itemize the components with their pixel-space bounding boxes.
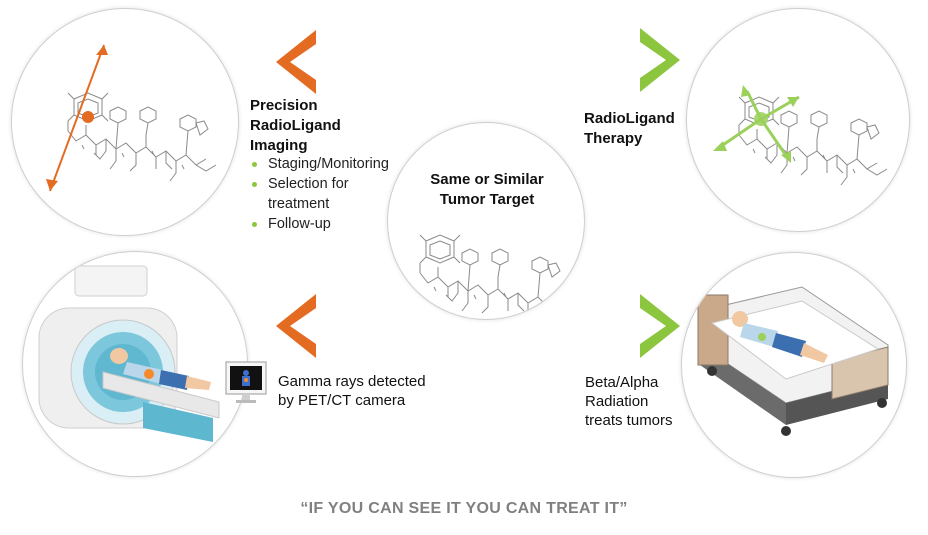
imaging-molecule-illustration [46, 44, 217, 192]
target-molecule-illustration [419, 234, 569, 319]
orange-chevron-left-icon [276, 30, 316, 94]
tumor-target-circle [387, 122, 585, 320]
pet-scanner-circle [22, 251, 248, 477]
center-title: Same or Similar Tumor Target [430, 171, 544, 208]
therapy-molecule-illustration [713, 85, 888, 186]
bullet-icon [252, 162, 257, 167]
radiation-caption: Beta/Alpha Radiation treats tumors [585, 374, 673, 429]
therapy-title: RadioLigand Therapy [584, 110, 675, 147]
green-chevron-right-icon [640, 28, 680, 92]
list-item: Selection for [250, 174, 389, 194]
therapy-bed-circle [681, 252, 907, 478]
bullet-icon [252, 222, 257, 227]
patient-head [110, 348, 128, 364]
pet-caption: Gamma rays detected by PET/CT camera [278, 373, 426, 409]
therapy-molecule-circle [686, 8, 910, 232]
imaging-bullet-list: Staging/Monitoring Selection for treatme… [250, 154, 389, 234]
green-chevron-right-icon [640, 294, 680, 358]
orange-chevron-left-icon [276, 294, 316, 358]
bullet-icon [252, 182, 257, 187]
list-item-continuation: treatment [268, 196, 330, 212]
gamma-ray-line [49, 44, 105, 192]
list-item: Staging/Monitoring [250, 154, 389, 174]
radiation-arrows [713, 85, 800, 163]
list-item: Follow-up [250, 214, 389, 234]
treated-tumor-dot [758, 333, 766, 341]
pet-scanner-illustration [38, 265, 247, 442]
tumor-dot [144, 369, 154, 379]
imaging-title: Precision RadioLigand Imaging [250, 97, 341, 154]
radionuclide-dot [82, 111, 94, 123]
imaging-molecule-circle [11, 8, 239, 236]
tagline: “IF YOU CAN SEE IT YOU CAN TREAT IT” [300, 500, 628, 517]
pet-monitor-icon [225, 361, 267, 403]
hospital-bed-illustration [697, 286, 889, 436]
